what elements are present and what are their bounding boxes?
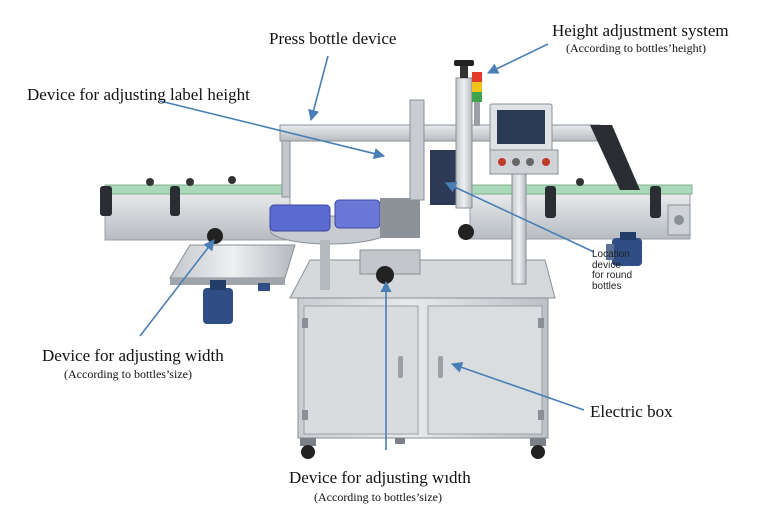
arrow-width-left (139, 239, 215, 337)
label-device-adjusting-width-bottom: Device for adjusting wıdth (289, 468, 471, 487)
label-device-adjusting-width-bottom-note: (According to bottles’size) (314, 490, 442, 504)
casters (300, 438, 546, 459)
labeling-machine (100, 60, 693, 459)
arrow-press-bottle (308, 55, 329, 122)
left-conveyor (100, 176, 291, 241)
labeling-station (207, 150, 474, 290)
label-height-adjustment-note: (According to bottles’height) (566, 41, 706, 55)
label-device-adjusting-width-left-note: (According to bottles’size) (64, 367, 192, 381)
main-cabinet (289, 259, 556, 439)
label-device-adjusting-width-left: Device for adjusting width (42, 346, 224, 365)
callout-arrows (139, 43, 595, 450)
label-height-adjustment-system: Height adjustment system (552, 21, 729, 40)
label-device-adjusting-label-height: Device for adjusting label height (27, 85, 250, 104)
height-adjustment-column (454, 60, 482, 209)
label-location-device-line1: Location device (592, 249, 630, 271)
arrow-location-device (444, 182, 595, 253)
label-location-device: Location device for round bottles (592, 249, 652, 292)
label-location-device-line2: for round bottles (592, 270, 633, 292)
arrow-electric-box (450, 362, 585, 411)
right-motor (606, 232, 642, 266)
left-tray (169, 244, 296, 285)
left-motor (203, 280, 270, 324)
arrow-height-adjustment (486, 43, 549, 74)
label-electric-box: Electric box (590, 402, 673, 421)
arrow-label-height (159, 100, 386, 160)
control-panel (489, 103, 559, 285)
right-conveyor (469, 178, 693, 240)
label-press-bottle-device: Press bottle device (269, 29, 397, 48)
